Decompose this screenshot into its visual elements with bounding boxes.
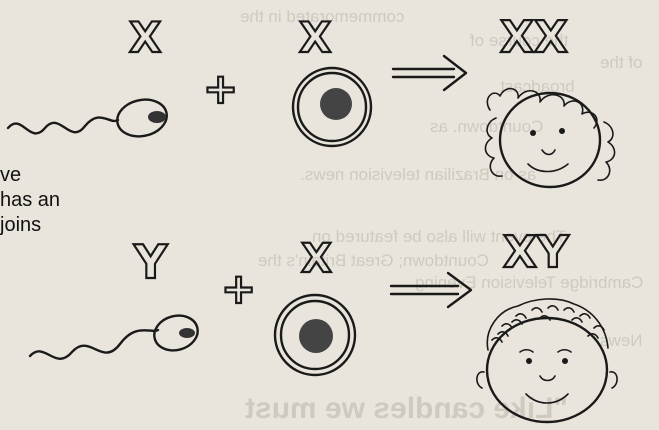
sperm-nucleus-icon	[148, 111, 166, 123]
egg-cell-icon	[293, 68, 371, 146]
sperm-x-icon	[8, 95, 170, 141]
sperm-nucleus-icon	[179, 328, 195, 338]
sperm-chromosome-x: X	[129, 13, 161, 62]
boy-face-icon	[477, 299, 617, 422]
sperm-chromosome-y: Y	[133, 235, 168, 289]
arrow-icon	[391, 273, 471, 307]
top-row: X + X XX	[8, 12, 615, 187]
arrow-icon	[393, 56, 466, 90]
child-chromosomes-xy: XY	[503, 227, 570, 278]
bottom-row: Y + X XY	[30, 227, 617, 422]
child-chromosomes-xx: XX	[500, 12, 568, 63]
egg-cell-icon	[275, 295, 355, 375]
sperm-y-icon	[30, 311, 202, 359]
egg-chromosome-x: X	[299, 13, 331, 62]
girl-face-icon	[485, 89, 614, 187]
plus-sign: +	[221, 264, 256, 313]
egg-chromosome-x: X	[301, 236, 332, 282]
plus-sign: +	[203, 64, 238, 113]
